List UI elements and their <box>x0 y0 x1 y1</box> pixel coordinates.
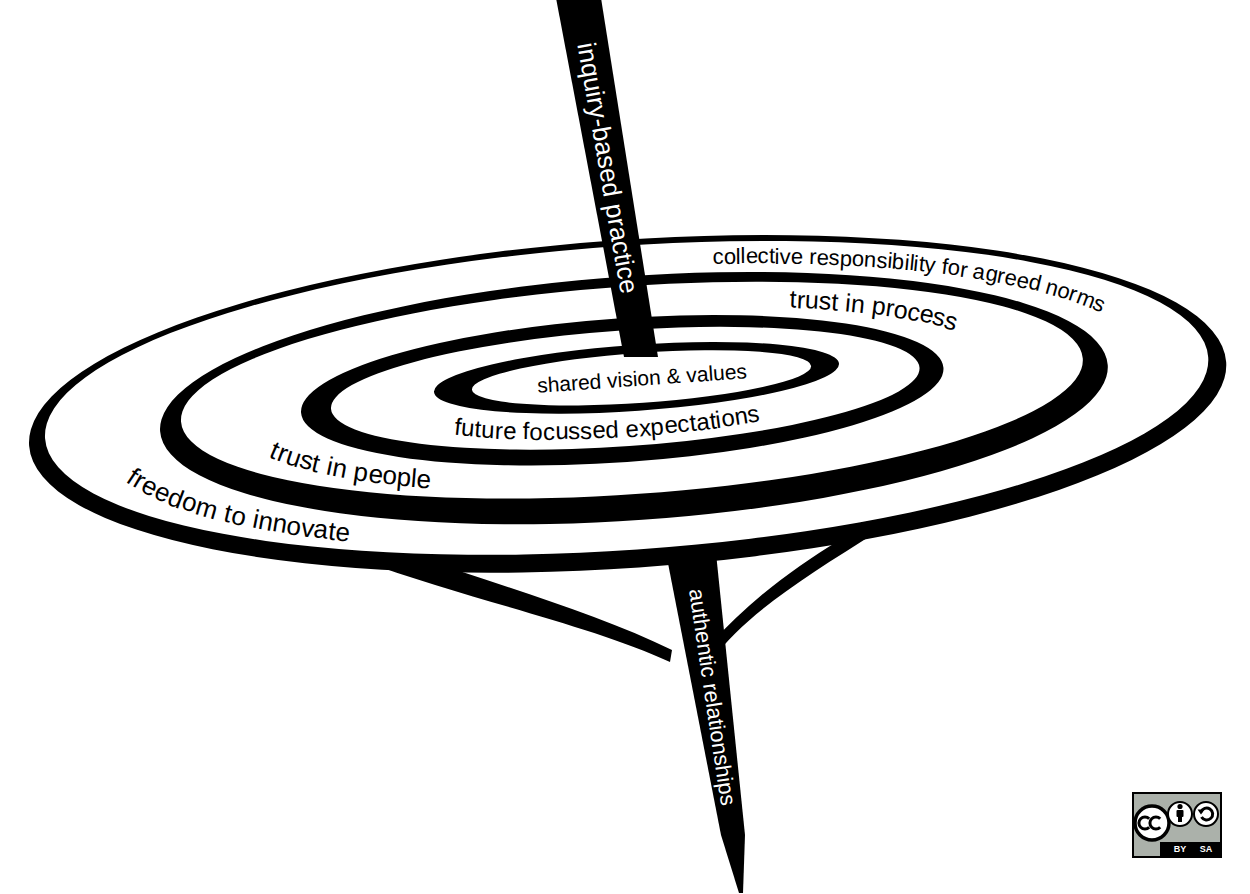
spike-point: authentic relationships <box>665 552 746 894</box>
shaft-label: authentic relationships <box>685 587 739 807</box>
text-glyph: u <box>461 416 476 441</box>
text-glyph: d <box>605 417 620 442</box>
cc-glyph <box>1150 817 1160 829</box>
text-glyph: r <box>796 287 806 312</box>
text-glyph: u <box>805 287 820 313</box>
text-glyph: t <box>769 245 775 267</box>
text-glyph: n <box>863 249 877 272</box>
license-label: BY <box>1174 845 1187 854</box>
text-glyph: s <box>568 419 581 443</box>
text-glyph: r <box>494 418 503 442</box>
text-glyph: n <box>850 291 866 317</box>
text-glyph: s <box>745 402 761 428</box>
text-glyph: r <box>809 246 817 268</box>
by-legs <box>1178 816 1182 822</box>
text-glyph: c <box>758 245 769 267</box>
text-glyph: s <box>580 419 593 443</box>
text-glyph: c <box>543 420 555 444</box>
license-badge <box>1133 793 1221 857</box>
text-glyph: s <box>818 288 832 314</box>
text-glyph <box>803 246 810 268</box>
text-glyph: e <box>791 246 804 268</box>
text-glyph: v <box>780 246 791 268</box>
text-glyph: u <box>481 418 496 443</box>
text-glyph: e <box>416 465 432 492</box>
text-glyph: u <box>555 419 569 443</box>
cc-glyph <box>1139 817 1149 829</box>
text-glyph: s <box>828 247 840 269</box>
license-strip <box>1160 842 1220 856</box>
cone-edge-left <box>360 558 672 662</box>
text-glyph: o <box>723 246 736 268</box>
band-label: trust in process <box>773 279 971 340</box>
text-glyph: b <box>891 251 905 274</box>
text-glyph: y <box>924 254 937 277</box>
by-body <box>1177 810 1184 817</box>
text-glyph: e <box>816 246 829 268</box>
text-glyph: t <box>831 289 840 314</box>
text-glyph: e <box>502 419 516 443</box>
band-label: trust in people <box>255 429 446 499</box>
text-glyph: c <box>712 246 723 268</box>
text-glyph: p <box>839 247 852 270</box>
text-glyph: e <box>334 518 351 545</box>
text-glyph: l <box>741 245 746 267</box>
text-glyph: o <box>529 419 543 443</box>
shaft-label: inquiry-based practice <box>573 40 642 295</box>
text-glyph: l <box>736 246 741 268</box>
text-glyph: p <box>396 463 413 490</box>
by-icon <box>1168 802 1192 826</box>
text-glyph: e <box>625 416 640 441</box>
text-glyph: i <box>775 245 780 267</box>
sa-icon <box>1194 802 1218 826</box>
text-glyph <box>516 419 523 443</box>
text-glyph: e <box>745 245 757 267</box>
text-glyph: s <box>875 249 888 272</box>
text-glyph: e <box>592 418 606 443</box>
text-glyph: f <box>523 419 530 443</box>
text-glyph: o <box>851 248 865 271</box>
cc-circle <box>1135 806 1169 840</box>
spindle-bar-fill <box>556 0 658 357</box>
spindle-bar: inquiry-based practice <box>555 0 659 358</box>
license-label: SA <box>1200 845 1213 854</box>
sa-arrow <box>1198 810 1205 815</box>
spike-point-fill <box>666 553 745 893</box>
band-label: future focussed expectations <box>439 395 773 451</box>
by-head <box>1177 804 1182 809</box>
